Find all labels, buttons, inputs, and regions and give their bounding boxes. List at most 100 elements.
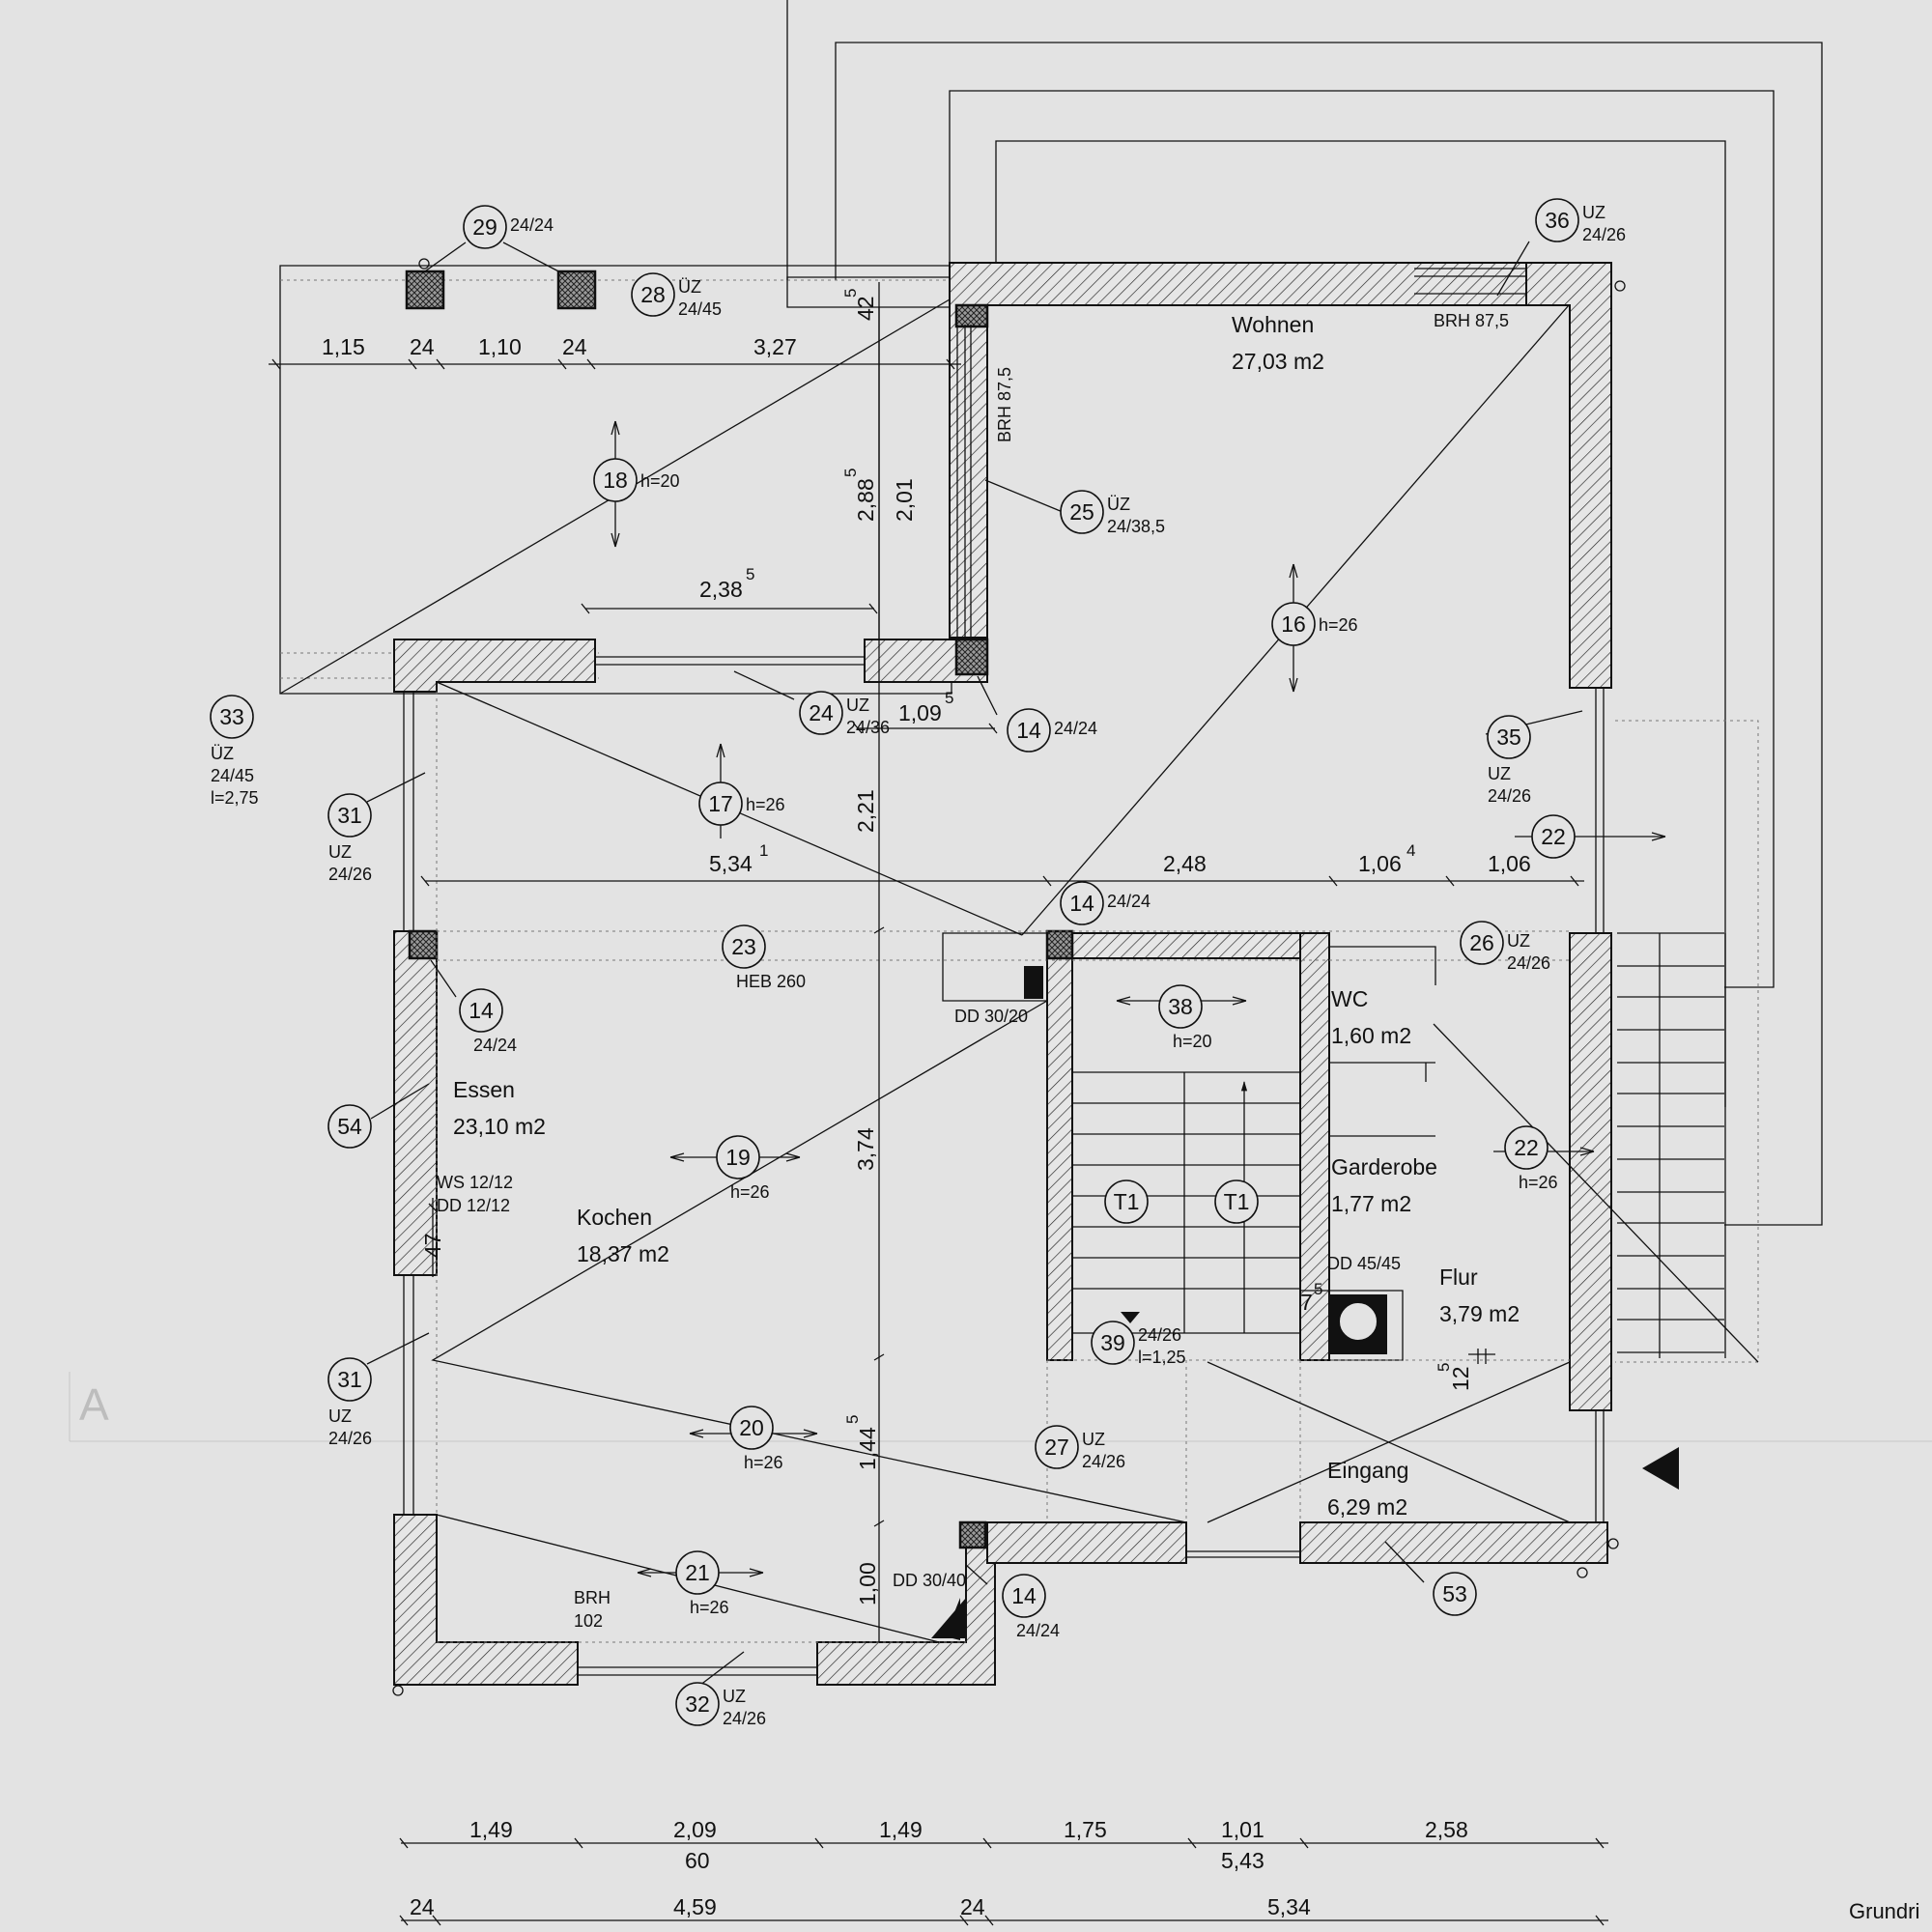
hidden-lines bbox=[436, 692, 1570, 1643]
dim-sup: 5 bbox=[945, 689, 953, 707]
ceiling-opening-label: DD 30/20 bbox=[954, 1007, 1028, 1026]
marker-label: 24/24 bbox=[510, 215, 554, 235]
dim-sup: 4 bbox=[1406, 841, 1415, 860]
marker-bubble bbox=[1060, 490, 1104, 534]
dim-sup: 5 bbox=[746, 565, 754, 583]
marker-bubble bbox=[1433, 1572, 1477, 1616]
room-area: 6,29 m2 bbox=[1327, 1494, 1407, 1520]
roof-outline bbox=[786, 0, 1823, 1363]
column-post bbox=[405, 270, 445, 310]
dim-sup: 5 bbox=[1314, 1280, 1322, 1298]
marker-bubble bbox=[1271, 602, 1316, 646]
marker-bubble bbox=[593, 458, 638, 502]
marker-number: T1 bbox=[1224, 1189, 1250, 1214]
dim-text: 60 bbox=[685, 1848, 710, 1873]
shafts bbox=[931, 1598, 966, 1640]
marker-label: 24/26 bbox=[723, 1709, 766, 1728]
dim-text: 2,21 bbox=[853, 789, 878, 833]
room-area: 18,37 m2 bbox=[577, 1241, 669, 1266]
room-name: Essen bbox=[453, 1077, 515, 1102]
dim-sup: 5 bbox=[841, 289, 860, 298]
windows bbox=[392, 268, 1626, 1696]
room-area: 3,79 m2 bbox=[1439, 1301, 1520, 1326]
room-area: 23,10 m2 bbox=[453, 1114, 546, 1139]
marker-20: 20h=26 bbox=[729, 1406, 783, 1472]
dim-text: 5,34 bbox=[1267, 1894, 1311, 1919]
marker-number: 31 bbox=[337, 1367, 362, 1392]
marker-label: h=20 bbox=[640, 471, 680, 491]
marker-number: 16 bbox=[1281, 611, 1306, 637]
marker-label: 24/26 bbox=[1082, 1452, 1125, 1471]
span-arrows bbox=[611, 420, 1679, 1577]
marker-bubble bbox=[1002, 1574, 1046, 1618]
marker-bubble bbox=[463, 205, 507, 249]
dim-text: 1,01 bbox=[1221, 1817, 1264, 1842]
marker-label: l=2,75 bbox=[211, 788, 259, 808]
marker-label: 24/36 bbox=[846, 718, 890, 737]
dim-sup: 5 bbox=[843, 1415, 862, 1424]
marker-19: 19h=26 bbox=[716, 1135, 770, 1202]
entrance-arrow-icon bbox=[1642, 1447, 1679, 1490]
marker-54: 54 bbox=[327, 1104, 372, 1149]
annotation-labels: BRH 87,5 BRH 87,5 DD 30/20 WS 12/12 DD 1… bbox=[437, 311, 1919, 1923]
marker-label: h=26 bbox=[1519, 1173, 1558, 1192]
marker-16: 16 h=26 bbox=[1271, 602, 1358, 646]
room-name: Garderobe bbox=[1331, 1154, 1437, 1179]
ceiling-opening-label: DD 45/45 bbox=[1327, 1254, 1401, 1273]
dim-text: 2,48 bbox=[1163, 851, 1207, 876]
marker-number: 39 bbox=[1100, 1330, 1125, 1355]
marker-bubble bbox=[729, 1406, 774, 1450]
dim-text: 1,06 bbox=[1358, 851, 1402, 876]
marker-bubble bbox=[1007, 708, 1051, 753]
marker-label: 24/26 bbox=[328, 865, 372, 884]
marker-bubble bbox=[1104, 1179, 1149, 1224]
walls bbox=[393, 262, 1612, 1686]
room-area: 27,03 m2 bbox=[1232, 349, 1324, 374]
marker-number: 25 bbox=[1069, 499, 1094, 525]
marker-number: 26 bbox=[1469, 930, 1494, 955]
dim-text: 3,27 bbox=[753, 334, 797, 359]
marker-bubble bbox=[631, 272, 675, 317]
marker-bubble bbox=[1035, 1425, 1079, 1469]
marker-label: ÜZ bbox=[211, 744, 234, 763]
dim-text: 4,59 bbox=[673, 1894, 717, 1919]
leader-lines bbox=[366, 241, 1583, 1690]
dim-text: 2,88 bbox=[853, 478, 878, 522]
dim-text: 24 bbox=[410, 1894, 435, 1919]
marker-number: 23 bbox=[731, 934, 756, 959]
marker-number: 24 bbox=[809, 700, 834, 725]
marker-number: 21 bbox=[685, 1560, 710, 1585]
marker-22: 22 bbox=[1531, 814, 1576, 859]
dim-text: 1,06 bbox=[1488, 851, 1531, 876]
marker-number: 38 bbox=[1168, 994, 1193, 1019]
dimension-texts: 1,15 24 1,10 24 3,27 42 5 2,88 5 2,01 2,… bbox=[322, 289, 1531, 1919]
marker-bubble bbox=[459, 988, 503, 1033]
marker-number: 27 bbox=[1044, 1435, 1069, 1460]
marker-label: h=26 bbox=[1319, 615, 1358, 635]
marker-label: 24/45 bbox=[211, 766, 254, 785]
marker-number: T1 bbox=[1114, 1189, 1140, 1214]
dim-text: 1,49 bbox=[469, 1817, 513, 1842]
marker-label: 24/24 bbox=[1054, 719, 1097, 738]
dim-text: 24 bbox=[410, 334, 435, 359]
marker-bubble bbox=[327, 793, 372, 838]
ceiling-opening-label: DD 12/12 bbox=[437, 1196, 510, 1215]
marker-number: 14 bbox=[1016, 718, 1041, 743]
sill-height-label: BRH 87,5 bbox=[995, 367, 1014, 442]
marker-bubble bbox=[799, 691, 843, 735]
marker-number: 53 bbox=[1442, 1581, 1467, 1606]
marker-number: 31 bbox=[337, 803, 362, 828]
